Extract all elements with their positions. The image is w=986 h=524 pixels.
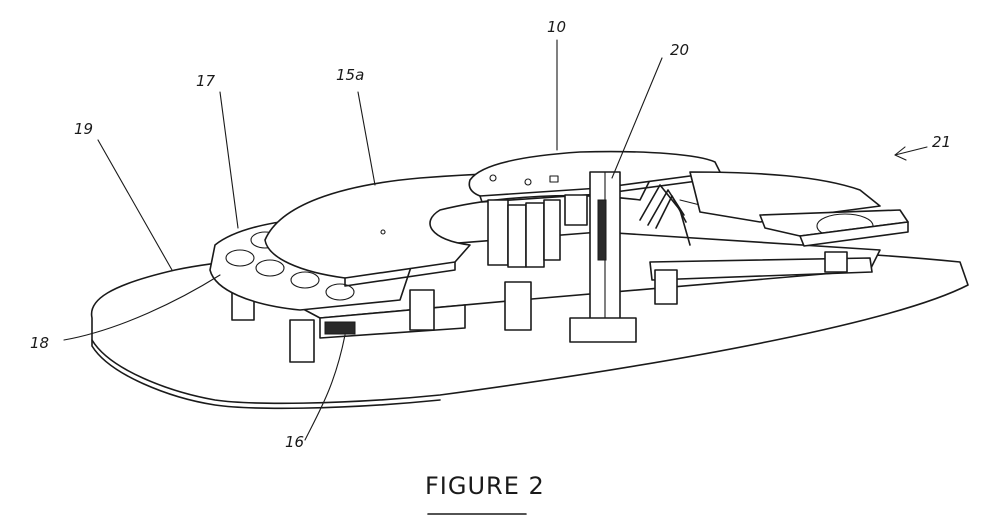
ref-19: 19	[74, 120, 93, 138]
leader-lines	[63, 39, 928, 441]
ref-21: 21	[932, 133, 951, 151]
right-arc-plate	[689, 171, 909, 247]
spring-fan-element	[639, 184, 721, 246]
ref-20: 20	[670, 41, 689, 59]
ref-16: 16	[285, 433, 304, 451]
ref-10: 10	[547, 18, 566, 36]
ref-17: 17	[196, 72, 216, 90]
figure-caption: FIGURE 2	[425, 472, 545, 500]
ref-18: 18	[30, 334, 49, 352]
central-shaft	[569, 171, 637, 343]
ref-15a: 15a	[336, 66, 364, 84]
contact-block-cluster	[487, 194, 588, 268]
